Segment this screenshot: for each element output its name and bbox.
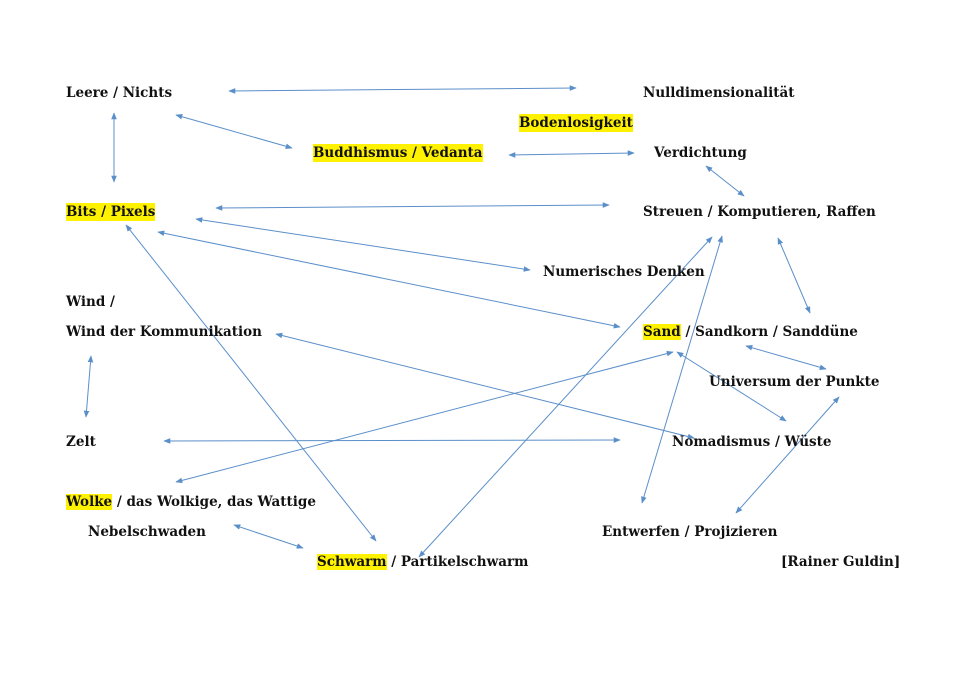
node-wolke-highlight: Wolke bbox=[66, 494, 113, 510]
node-entwerfen-projizieren: Entwerfen / Projizieren bbox=[602, 524, 778, 540]
node-streuen-komputieren: Streuen / Komputieren, Raffen bbox=[643, 204, 876, 220]
node-buddhismus-vedanta: Buddhismus / Vedanta bbox=[313, 144, 483, 162]
arrow-leere-buddhismus bbox=[175, 114, 293, 149]
node-nomadismus-wueste: Nomadismus / Wüste bbox=[672, 434, 832, 450]
arrow-bits-streuen bbox=[215, 202, 610, 211]
node-nulldimensionalitaet: Nulldimensionalität bbox=[643, 85, 795, 101]
node-bodenlosigkeit: Bodenlosigkeit bbox=[519, 114, 633, 132]
arrow-buddhismus-verdichtung bbox=[508, 150, 635, 158]
credit-rainer-guldin: [Rainer Guldin] bbox=[781, 554, 901, 570]
arrow-sand-wolke bbox=[175, 350, 674, 484]
arrow-nebel-schwarm bbox=[233, 524, 304, 549]
node-verdichtung: Verdichtung bbox=[654, 145, 747, 161]
node-numerisches-denken: Numerisches Denken bbox=[543, 264, 705, 280]
arrow-universum-entwerfen bbox=[735, 396, 840, 514]
node-sand-rest: / Sandkorn / Sanddüne bbox=[680, 324, 858, 340]
arrow-wind-nomadismus bbox=[275, 332, 695, 440]
node-zelt: Zelt bbox=[66, 434, 96, 450]
node-universum-der-punkte: Universum der Punkte bbox=[709, 374, 880, 390]
arrow-sand-universum bbox=[745, 345, 827, 370]
node-schwarm-rest: / Partikelschwarm bbox=[386, 554, 529, 570]
node-sand: Sand / Sandkorn / Sanddüne bbox=[643, 323, 858, 341]
arrow-zelt-nomadismus bbox=[163, 437, 621, 444]
node-wolke-rest: / das Wolkige, das Wattige bbox=[112, 494, 316, 510]
node-wolke: Wolke / das Wolkige, das Wattige bbox=[66, 493, 316, 511]
arrow-streuen-sand bbox=[777, 237, 811, 314]
arrow-leere-nulldim bbox=[228, 85, 577, 94]
node-sand-highlight: Sand bbox=[643, 324, 681, 340]
node-wind: Wind / bbox=[66, 294, 115, 310]
node-leere-nichts: Leere / Nichts bbox=[66, 85, 173, 101]
arrow-wind-zelt bbox=[83, 355, 94, 418]
arrow-bits-numerisch bbox=[195, 217, 531, 272]
node-wind-der-kommunikation: Wind der Kommunikation bbox=[66, 324, 262, 340]
arrow-verdichtung-streuen bbox=[705, 165, 745, 197]
node-bits-pixels: Bits / Pixels bbox=[66, 203, 156, 221]
node-nebelschwaden: Nebelschwaden bbox=[88, 524, 206, 540]
node-schwarm-highlight: Schwarm bbox=[317, 554, 387, 570]
arrow-streuen-schwarm bbox=[418, 236, 713, 558]
node-schwarm: Schwarm / Partikelschwarm bbox=[317, 553, 528, 571]
